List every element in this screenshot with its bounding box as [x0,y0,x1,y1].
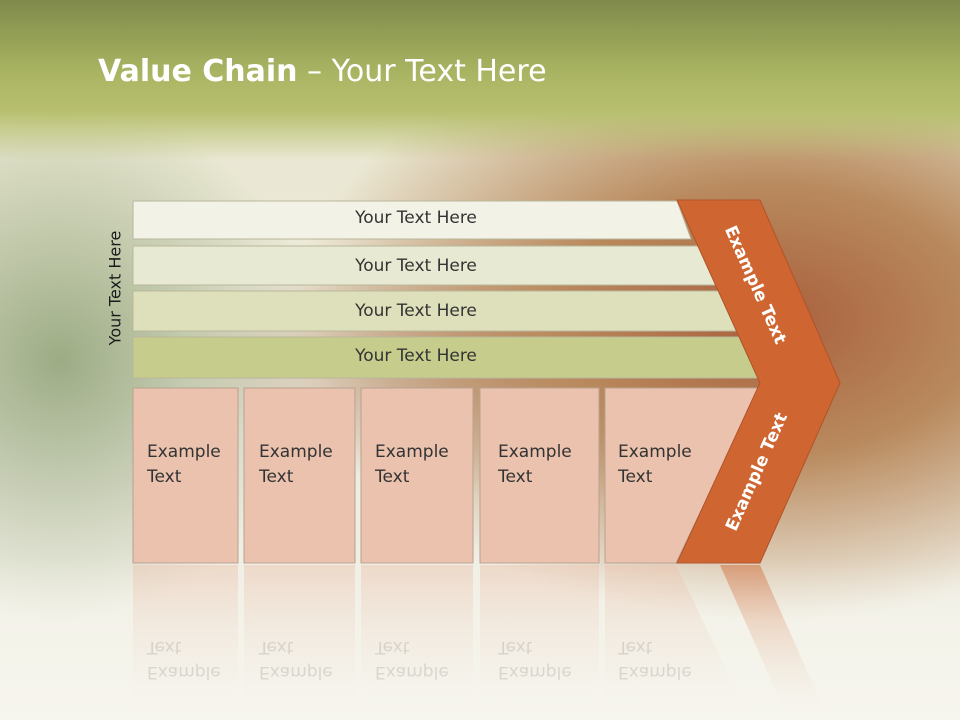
activity-box-1[interactable] [132,387,239,564]
band-1-label: Your Text Here [355,208,477,228]
bottom-fade [0,560,960,720]
activity-box-2[interactable] [243,387,356,564]
side-axis-label: Your Text Here [105,230,125,346]
activity-box-3[interactable] [360,387,474,564]
band-4-label: Your Text Here [355,346,477,366]
activity-box-4[interactable] [479,387,600,564]
band-2-label: Your Text Here [355,256,477,276]
band-3-label: Your Text Here [355,301,477,321]
title-banner [0,0,960,160]
slide-title: Value Chain – Your Text Here [98,54,547,89]
band-1[interactable] [132,200,692,240]
